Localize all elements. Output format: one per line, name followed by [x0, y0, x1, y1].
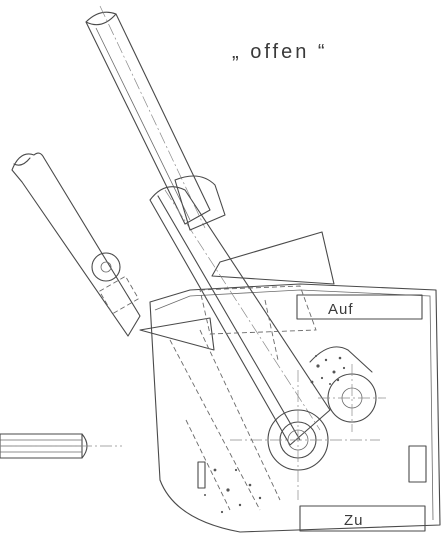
inner-hidden-outline	[199, 285, 317, 361]
main-pivot	[230, 370, 380, 500]
secondary-pivot	[309, 346, 386, 432]
main-cylinder	[149, 175, 331, 446]
left-bolt	[0, 433, 122, 459]
label-auf: Auf	[328, 301, 354, 318]
title-offen: „ offen “	[232, 41, 328, 63]
left-arm	[11, 152, 141, 337]
material-speckle	[310, 355, 346, 385]
upper-lever	[85, 5, 211, 229]
label-zu-box: Zu	[299, 505, 426, 532]
housing-plate	[149, 283, 441, 533]
flow-stream	[169, 329, 281, 514]
label-auf-box: Auf	[296, 294, 423, 320]
indicator-window	[408, 445, 427, 483]
label-zu: Zu	[344, 512, 364, 529]
